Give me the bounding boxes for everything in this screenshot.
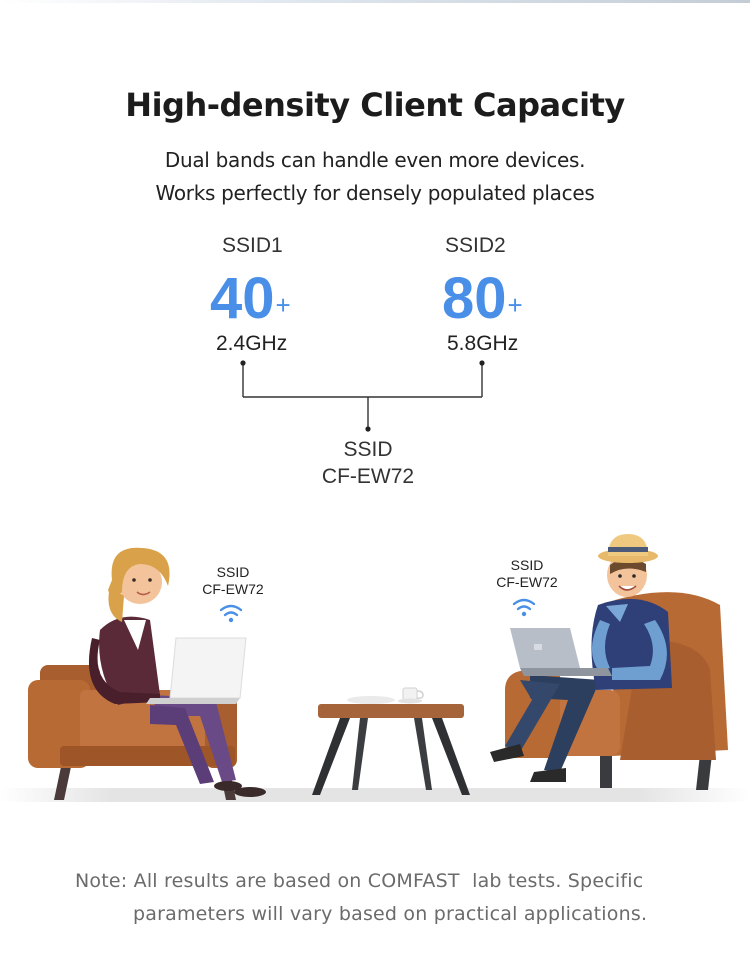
- footnote-line-1: Note: All results are based on COMFAST l…: [75, 870, 644, 892]
- bubble-label: SSID: [216, 564, 250, 580]
- footnote-line-2: parameters will vary based on practical …: [133, 903, 648, 925]
- combined-ssid-name: CF-EW72: [321, 465, 415, 488]
- band-client-count: 40+: [210, 268, 291, 336]
- lounge-illustration: [0, 534, 750, 802]
- count-plus: +: [275, 290, 291, 320]
- count-plus: +: [507, 290, 523, 320]
- subtitle-line-2: Works perfectly for densely populated pl…: [155, 181, 595, 205]
- right-laptop: [510, 628, 612, 676]
- wifi-icon: [219, 604, 243, 617]
- bubble-label: SSID: [510, 557, 544, 573]
- band-frequency: 2.4GHz: [216, 332, 288, 355]
- band-ssid-label: SSID1: [222, 234, 283, 257]
- count-number: 80: [442, 266, 507, 331]
- page-title: High-density Client Capacity: [125, 86, 625, 124]
- band-frequency: 5.8GHz: [447, 332, 519, 355]
- man-figure: [490, 534, 672, 782]
- combined-ssid-label: SSID: [343, 438, 393, 461]
- bubble-name: CF-EW72: [496, 574, 558, 590]
- left-laptop: [146, 637, 247, 704]
- band-merge-connector: [240, 360, 485, 432]
- count-number: 40: [210, 266, 275, 331]
- wifi-icon: [512, 598, 536, 611]
- wifi-icon: [521, 611, 527, 617]
- subtitle-line-1: Dual bands can handle even more devices.: [164, 148, 586, 172]
- woman-figure: [88, 547, 266, 797]
- top-divider: [0, 0, 750, 3]
- coffee-table: [312, 687, 470, 795]
- right-ssid-bubble: SSID CF-EW72: [494, 557, 560, 591]
- left-ssid-bubble: SSID CF-EW72: [200, 564, 266, 598]
- band-ssid-label: SSID2: [445, 234, 506, 257]
- wifi-icon: [228, 617, 234, 623]
- bubble-name: CF-EW72: [202, 581, 264, 597]
- band-client-count: 80+: [442, 268, 523, 336]
